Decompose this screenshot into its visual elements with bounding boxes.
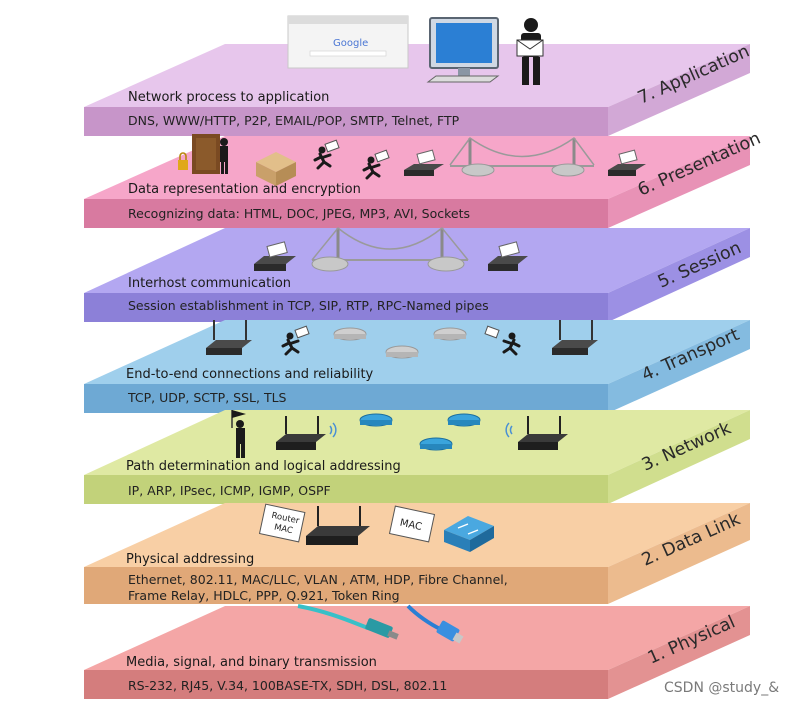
running-courier-icon — [484, 325, 521, 356]
browser-window-icon: Google — [287, 15, 409, 69]
wireless-router-icon — [488, 241, 528, 271]
layer-physical-side — [608, 606, 750, 699]
layer-physical-top — [84, 606, 750, 670]
layer-application-front — [84, 107, 608, 136]
wireless-router-icon — [276, 416, 326, 450]
layer-transport-side — [608, 320, 750, 413]
network-switch-icon — [444, 516, 494, 552]
router-mac-tag: Router MAC — [258, 503, 306, 543]
wireless-router-icon — [206, 320, 252, 355]
layer-datalink-title: Physical addressing — [126, 552, 254, 567]
person-with-flag-icon — [231, 410, 246, 458]
layer-physical: Media, signal, and binary transmission R… — [84, 606, 750, 699]
layer-datalink-side — [608, 503, 750, 604]
layer-presentation-title: Data representation and encryption — [128, 182, 361, 197]
wireless-router-icon — [552, 320, 598, 355]
layer-application-protocols: DNS, WWW/HTTP, P2P, EMAIL/POP, SMTP, Tel… — [128, 113, 460, 128]
layer-session-front — [84, 293, 608, 322]
ethernet-cable-icon — [406, 604, 464, 644]
wifi-signal-icon — [505, 422, 513, 438]
layer-session-side — [608, 228, 750, 322]
layer-datalink-front — [84, 567, 608, 604]
person-with-envelope-icon — [516, 18, 544, 85]
running-courier-icon — [281, 325, 310, 356]
layer-presentation: Data representation and encryption Recog… — [84, 129, 764, 228]
layer-transport: End-to-end connections and reliability T… — [84, 320, 750, 413]
layer-datalink-protocols-line2: Frame Relay, HDLC, PPP, Q.921, Token Rin… — [128, 588, 400, 603]
layer-datalink-protocols-line1: Ethernet, 802.11, MAC/LLC, VLAN , ATM, H… — [128, 572, 508, 587]
layer-presentation-protocols: Recognizing data: HTML, DOC, JPEG, MP3, … — [128, 206, 470, 221]
wifi-signal-icon — [329, 422, 337, 438]
suspension-bridge-icon — [311, 226, 469, 272]
router-icon — [333, 327, 367, 341]
running-courier-icon — [313, 139, 340, 170]
router-icon — [385, 345, 419, 359]
wireless-router-icon — [608, 149, 646, 176]
layer-physical-title: Media, signal, and binary transmission — [126, 655, 377, 670]
layer-physical-protocols: RS-232, RJ45, V.34, 100BASE-TX, SDH, DSL… — [128, 678, 447, 693]
router-icon — [433, 327, 467, 341]
network-switch-icon — [359, 413, 393, 427]
running-courier-icon — [362, 149, 390, 180]
layer-application-title: Network process to application — [128, 90, 329, 105]
search-logo-text: Google — [333, 38, 368, 49]
layer-presentation-side — [608, 136, 750, 228]
layer-network-front — [84, 475, 608, 504]
suspension-bridge-icon — [449, 136, 595, 177]
layer-presentation-front — [84, 199, 608, 228]
wireless-router-icon — [518, 416, 568, 450]
layer-network-protocols: IP, ARP, IPsec, ICMP, IGMP, OSPF — [128, 483, 331, 498]
layer-session: Interhost communication Session establis… — [84, 228, 750, 322]
layer-network-title: Path determination and logical addressin… — [126, 459, 401, 474]
layer-network: Path determination and logical addressin… — [84, 410, 750, 504]
layer-physical-front — [84, 670, 608, 699]
layer-transport-front — [84, 384, 608, 413]
layer-session-protocols: Session establishment in TCP, SIP, RTP, … — [128, 298, 489, 313]
layer-transport-protocols: TCP, UDP, SCTP, SSL, TLS — [127, 390, 287, 405]
mac-tag: MAC — [388, 505, 436, 543]
layer-transport-title: End-to-end connections and reliability — [126, 367, 374, 382]
layer-application-side — [608, 44, 750, 136]
mac-tag-label: MAC — [399, 518, 423, 533]
wireless-router-icon — [306, 506, 370, 545]
layer-network-side — [608, 410, 750, 504]
wireless-router-icon — [254, 241, 296, 271]
security-door-icon — [178, 134, 228, 174]
layer-application-top — [84, 44, 750, 107]
layer-session-title: Interhost communication — [128, 276, 291, 291]
layer-network-top — [84, 410, 750, 475]
computer-icon — [426, 17, 500, 83]
fiber-cable-icon — [297, 604, 399, 640]
wireless-router-icon — [404, 149, 444, 176]
layer-application: Network process to application DNS, WWW/… — [84, 41, 753, 136]
watermark: CSDN @study_& — [664, 680, 779, 696]
network-switch-icon — [419, 437, 453, 451]
router-tag-line2: MAC — [273, 523, 294, 537]
parcel-box-icon — [256, 152, 296, 186]
network-switch-icon — [447, 413, 481, 427]
